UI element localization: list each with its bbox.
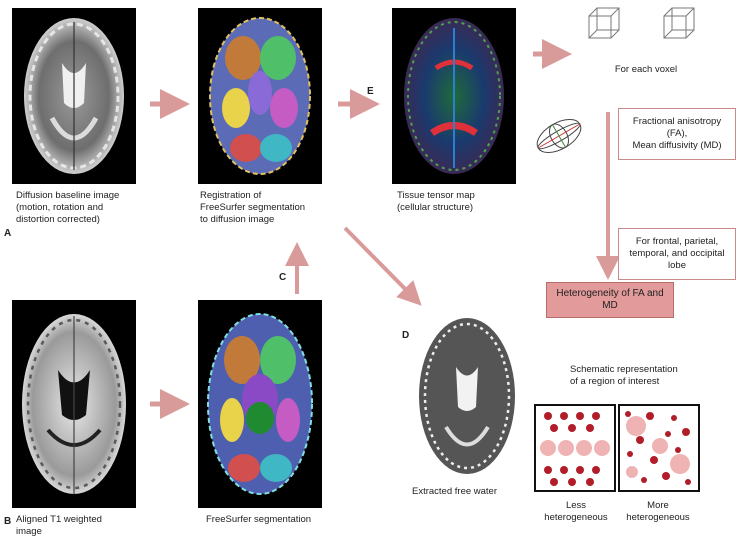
label-a: A	[4, 228, 12, 239]
label-b: B	[4, 516, 12, 527]
caption-schematic: Schematic representation of a region of …	[570, 364, 678, 387]
caption-aligned-t1: Aligned T1 weighted image	[16, 514, 102, 537]
roi-more-heterogeneous	[618, 404, 700, 492]
caption-more-heterogeneous: More heterogeneous	[626, 500, 690, 523]
lobes-box: For frontal, parietal, temporal, and occ…	[618, 228, 736, 280]
caption-for-each-voxel: For each voxel	[614, 64, 678, 75]
label-d: D	[402, 330, 410, 341]
voxel-cube-icon	[663, 7, 695, 39]
caption-registration: Registration of FreeSurfer segmentation …	[200, 190, 306, 225]
freesurfer-segmentation-image	[198, 300, 322, 508]
fa-md-box: Fractional anisotropy (FA), Mean diffusi…	[618, 108, 736, 160]
label-c: C	[279, 272, 287, 283]
heterogeneity-box: Heterogeneity of FA and MD	[546, 282, 674, 318]
caption-freesurfer-seg: FreeSurfer segmentation	[206, 514, 312, 525]
registration-image	[198, 8, 322, 184]
label-e: E	[367, 86, 374, 97]
free-water-image	[412, 312, 522, 480]
caption-diffusion-baseline: Diffusion baseline image (motion, rotati…	[16, 190, 120, 225]
roi-less-heterogeneous	[534, 404, 616, 492]
tensor-map-image	[392, 8, 516, 184]
tensor-ellipsoid-icon	[536, 119, 582, 153]
caption-less-heterogeneous: Less heterogeneous	[544, 500, 608, 523]
diffusion-baseline-image	[12, 8, 136, 184]
aligned-t1-image	[12, 300, 136, 508]
voxel-cube-icon	[588, 7, 620, 39]
caption-tensor-map: Tissue tensor map (cellular structure)	[397, 190, 475, 213]
caption-free-water: Extracted free water	[412, 486, 498, 497]
